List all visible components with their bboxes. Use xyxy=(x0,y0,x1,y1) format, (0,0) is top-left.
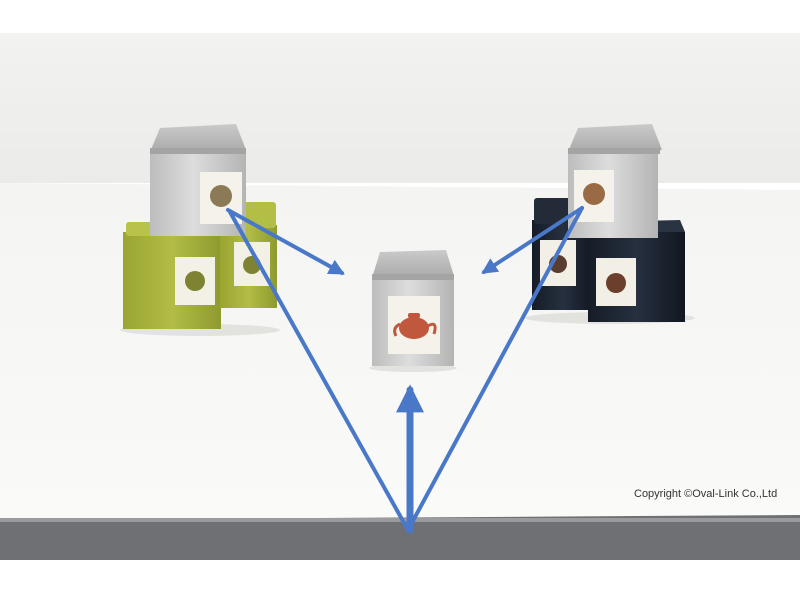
arrow-right-to-center xyxy=(481,206,584,274)
copyright-text: Copyright ©Oval-Link Co.,Ltd xyxy=(634,488,778,500)
right-tin-stack xyxy=(525,124,695,324)
green-tin xyxy=(123,222,221,329)
silver-tin xyxy=(150,124,246,236)
left-tin-stack xyxy=(120,124,280,336)
arrow-bottom-to-right-stack xyxy=(406,206,584,532)
arrows xyxy=(226,206,584,534)
center-silver-tin xyxy=(369,250,457,372)
silver-tin xyxy=(568,124,662,238)
arrow-bottom-to-left-stack xyxy=(228,210,410,532)
table-edge-highlight xyxy=(0,518,800,522)
arrow-left-to-center xyxy=(226,208,345,275)
black-tin xyxy=(588,220,685,322)
wall xyxy=(0,33,800,183)
bottom-white-border xyxy=(0,560,800,600)
top-white-border xyxy=(0,0,800,33)
table-edge xyxy=(0,515,800,560)
teapot-icon xyxy=(393,313,437,339)
